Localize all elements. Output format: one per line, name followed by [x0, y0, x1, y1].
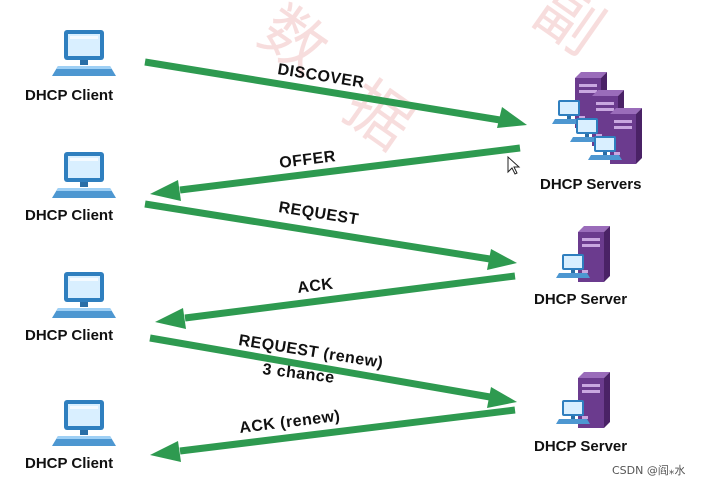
computer-icon	[52, 152, 116, 198]
arrow-request-renew	[149, 334, 517, 408]
label-ack: ACK	[296, 276, 334, 297]
server-nodes: DHCP Servers DHCP Server DHCP Server	[534, 72, 642, 455]
cursor-icon	[507, 155, 521, 175]
arrow-request	[144, 200, 517, 270]
arrow-offer	[150, 144, 521, 201]
label-offer: OFFER	[278, 148, 336, 172]
arrow-ack-renew	[150, 406, 516, 462]
message-arrows	[144, 58, 527, 462]
watermark: 数 据 副	[246, 0, 616, 165]
computer-icon	[52, 400, 116, 446]
server-label: DHCP Server	[534, 438, 627, 455]
arrow-ack	[155, 272, 516, 329]
server-icon	[552, 72, 642, 164]
server-label: DHCP Servers	[540, 176, 641, 193]
client-label: DHCP Client	[25, 455, 113, 472]
computer-icon	[52, 30, 116, 76]
watermark-char: 副	[521, 0, 616, 70]
arrow-discover	[144, 58, 527, 128]
footer-credit: CSDN @阎⁎水	[612, 463, 685, 477]
server-icon	[556, 372, 610, 428]
client-label: DHCP Client	[25, 87, 113, 104]
client-nodes: DHCP Client DHCP Client DHCP Client DHCP…	[25, 30, 116, 472]
client-label: DHCP Client	[25, 327, 113, 344]
computer-icon	[52, 272, 116, 318]
client-label: DHCP Client	[25, 207, 113, 224]
server-label: DHCP Server	[534, 291, 627, 308]
server-icon	[556, 226, 610, 282]
